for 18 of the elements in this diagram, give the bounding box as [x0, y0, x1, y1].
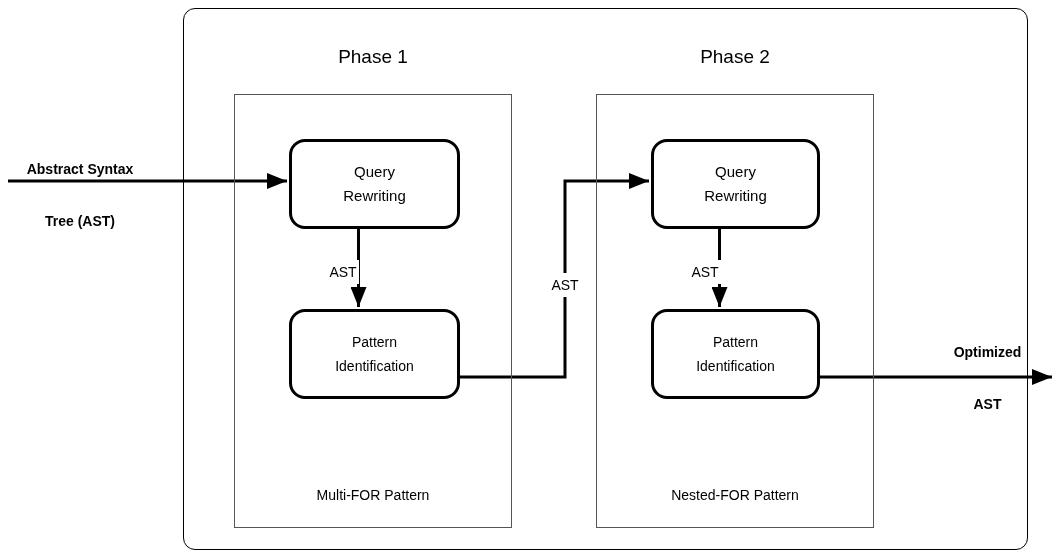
outer-frame: [183, 8, 1028, 550]
process-box: Query Rewriting: [289, 139, 460, 229]
pattern-caption: Nested-FOR Pattern: [670, 487, 800, 503]
phase-heading: Phase 2: [699, 46, 771, 68]
phase-heading: Phase 1: [337, 46, 409, 68]
arrow: [818, 369, 1052, 385]
edge-label: Optimized AST: [952, 343, 1023, 414]
edge-label: Abstract Syntax Tree (AST): [25, 160, 135, 231]
edge-label: AST: [689, 260, 721, 284]
pattern-caption: Multi-FOR Pattern: [315, 487, 431, 503]
edge-label: AST: [548, 273, 582, 297]
process-box: Pattern Identification: [651, 309, 820, 399]
arrow: [350, 227, 367, 307]
arrow: [8, 173, 287, 189]
process-box: Query Rewriting: [651, 139, 820, 229]
arrow: [458, 173, 649, 379]
process-box: Pattern Identification: [289, 309, 460, 399]
edge-label: AST: [327, 260, 359, 284]
